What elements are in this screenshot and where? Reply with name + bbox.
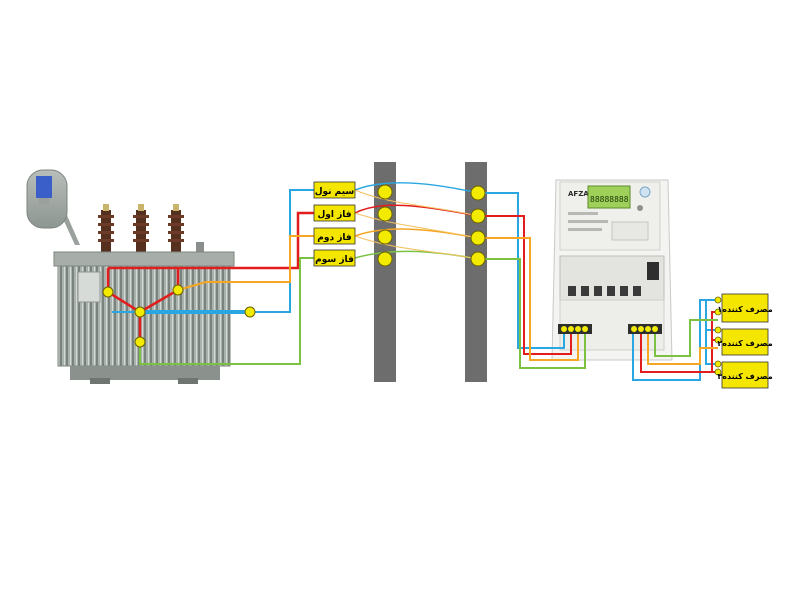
transformer-nodes [102, 284, 256, 348]
svg-text:مصرف کننده۳: مصرف کننده۳ [717, 372, 772, 381]
transformer [26, 169, 235, 384]
svg-text:مصرف کننده۲: مصرف کننده۲ [717, 339, 772, 348]
wiring [106, 182, 718, 381]
meter-lcd [587, 185, 631, 209]
bushings [98, 204, 204, 256]
electric-meter: AFZAR 88888888 [551, 179, 673, 361]
meter-lcd-digits: 88888888 [590, 195, 629, 204]
consumer-terminals [714, 296, 722, 376]
wire-label-phase1: فاز اول [313, 204, 356, 222]
svg-text:فاز اول: فاز اول [317, 210, 351, 220]
meter-led-icon [637, 205, 643, 211]
terminal-strip-output [628, 324, 662, 334]
meter-button-icon [639, 186, 651, 198]
svg-text:فاز سوم: فاز سوم [315, 255, 354, 265]
consumer-label-2: مصرف کننده۲ [717, 328, 773, 356]
wire-label-phase3: فاز سوم [313, 249, 356, 267]
meter-brand: AFZAR [568, 190, 595, 198]
svg-text:مصرف کننده۱: مصرف کننده۱ [717, 305, 772, 314]
svg-text:فاز دوم: فاز دوم [317, 233, 352, 243]
wire-phase2 [177, 235, 314, 291]
terminal-strip-input [558, 324, 592, 334]
wire-phase1 [106, 211, 314, 314]
pole-left-nodes [377, 184, 393, 267]
pole-right-nodes [470, 185, 486, 267]
wire-label-phase2: فاز دوم [313, 227, 356, 245]
conservator-tank [26, 169, 80, 245]
consumer-label-1: مصرف کننده۱ [717, 293, 773, 323]
consumer-label-3: مصرف کننده۳ [717, 361, 773, 389]
svg-text:سیم نول: سیم نول [315, 187, 355, 197]
wire-label-neutral: سیم نول [313, 181, 356, 199]
wire-phase3 [139, 257, 314, 365]
